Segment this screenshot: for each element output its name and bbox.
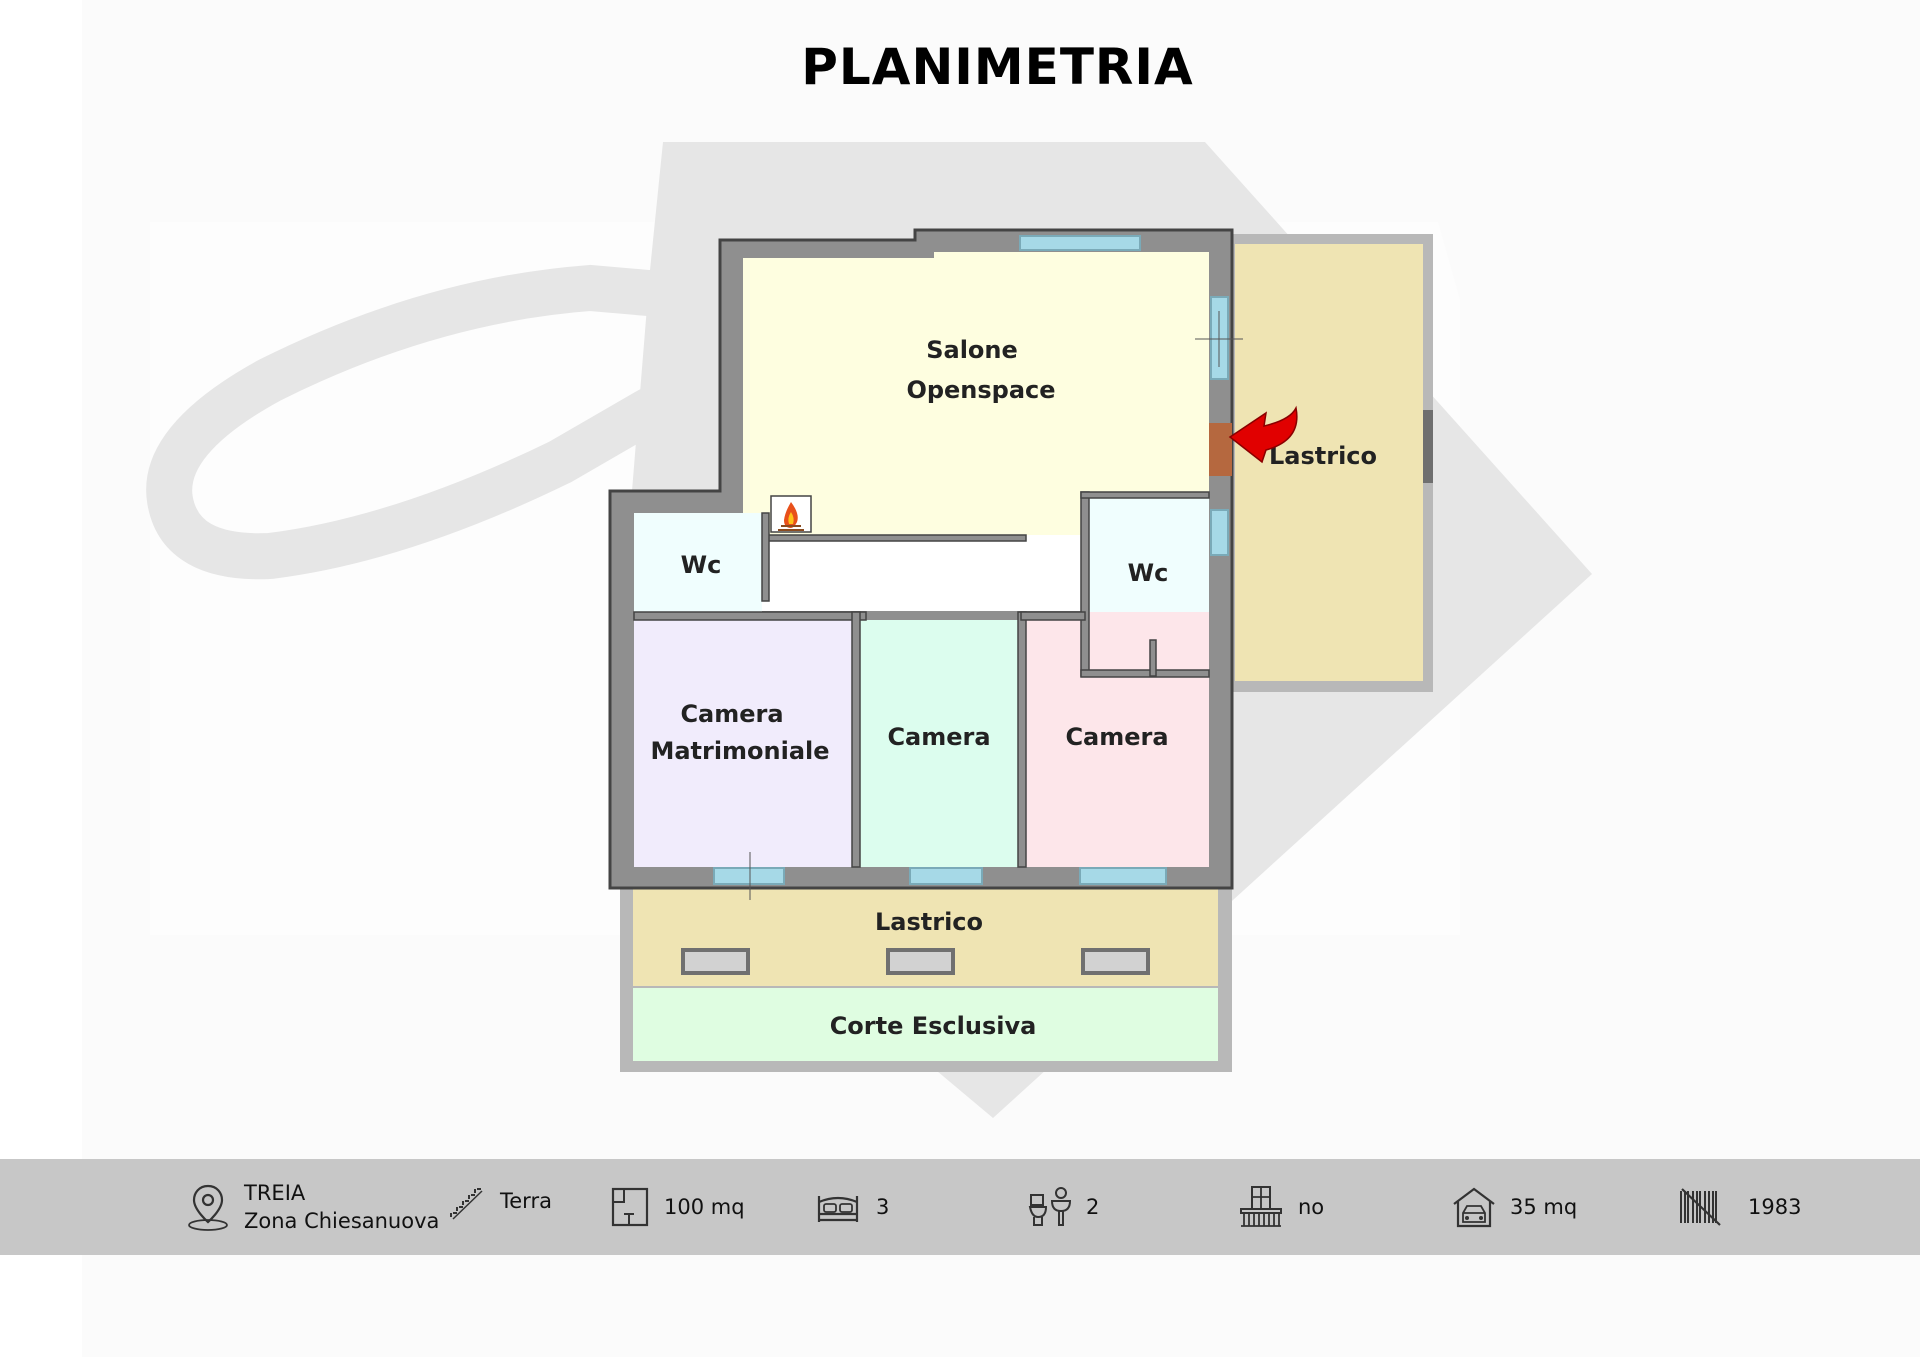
year-value: 1983 bbox=[1748, 1195, 1802, 1219]
camera-right-label: Camera bbox=[1065, 723, 1168, 751]
toilet-sink-icon bbox=[1028, 1187, 1072, 1226]
wc-right-label: Wc bbox=[1128, 559, 1169, 587]
window bbox=[909, 867, 983, 885]
windows bbox=[713, 235, 1229, 885]
camera-center bbox=[860, 620, 1018, 867]
garage-value: 35 mq bbox=[1510, 1195, 1578, 1219]
lastrico-south-label: Lastrico bbox=[875, 908, 983, 936]
planter bbox=[1081, 948, 1150, 975]
floor-plan: Lastrico Lastrico Corte Esclusiva bbox=[146, 142, 1592, 1118]
floor-value: Terra bbox=[500, 1189, 552, 1213]
location-zone: Zona Chiesanuova bbox=[244, 1209, 440, 1233]
bed-icon bbox=[817, 1196, 859, 1222]
corte-label: Corte Esclusiva bbox=[830, 1012, 1037, 1040]
lastrico-east: Lastrico bbox=[1232, 234, 1433, 692]
partitions bbox=[633, 491, 1210, 868]
wc-left bbox=[634, 513, 762, 612]
balcony-value: no bbox=[1298, 1195, 1325, 1219]
camera-matrimoniale-label-line2: Matrimoniale bbox=[650, 737, 829, 765]
lastrico-east-label: Lastrico bbox=[1269, 442, 1377, 470]
balcony-icon bbox=[1240, 1186, 1282, 1227]
entrance-arrow-icon bbox=[1228, 405, 1298, 464]
floor-area-icon bbox=[611, 1187, 649, 1227]
info-bedrooms: 3 bbox=[814, 1159, 889, 1255]
camera-center-label: Camera bbox=[887, 723, 990, 751]
entrance-door bbox=[1209, 423, 1232, 476]
window bbox=[1210, 509, 1229, 556]
fireplace-icon bbox=[770, 495, 812, 533]
bathrooms-value: 2 bbox=[1086, 1195, 1100, 1219]
corte-floor bbox=[633, 988, 1218, 1061]
camera-matrimoniale bbox=[634, 620, 852, 867]
info-garage: 35 mq bbox=[1452, 1159, 1577, 1255]
bedrooms-value: 3 bbox=[876, 1195, 890, 1219]
location-city: TREIA bbox=[244, 1181, 306, 1205]
info-year: 1983 bbox=[1678, 1159, 1801, 1255]
planter bbox=[681, 948, 750, 975]
camera-matrimoniale-label-line1: Camera bbox=[680, 700, 783, 728]
planters bbox=[681, 948, 1150, 975]
salone-label-line1: Salone bbox=[926, 336, 1018, 364]
garage-icon bbox=[1453, 1187, 1495, 1228]
window bbox=[1019, 235, 1141, 251]
window bbox=[713, 867, 785, 885]
info-floor: Terra bbox=[448, 1153, 552, 1249]
south-outdoor: Lastrico Corte Esclusiva bbox=[620, 888, 1232, 1072]
stairs-icon bbox=[450, 1188, 483, 1220]
planter bbox=[886, 948, 955, 975]
info-area: 100 mq bbox=[610, 1159, 745, 1255]
area-value: 100 mq bbox=[664, 1195, 745, 1219]
location-pin-icon bbox=[188, 1184, 228, 1231]
info-bar: TREIA Zona Chiesanuova Terra 100 mq 3 bbox=[0, 1159, 1920, 1255]
salone-openspace bbox=[743, 252, 1209, 535]
salone-label-line2: Openspace bbox=[906, 376, 1055, 404]
info-bathrooms: 2 bbox=[1028, 1159, 1099, 1255]
barcode-icon bbox=[1680, 1188, 1721, 1226]
info-location: TREIA Zona Chiesanuova bbox=[186, 1159, 439, 1255]
wc-left-label: Wc bbox=[681, 551, 722, 579]
window bbox=[1079, 867, 1167, 885]
info-balcony: no bbox=[1238, 1159, 1324, 1255]
page-title: PLANIMETRIA bbox=[801, 38, 1194, 96]
lastrico-east-floor bbox=[1235, 244, 1423, 681]
